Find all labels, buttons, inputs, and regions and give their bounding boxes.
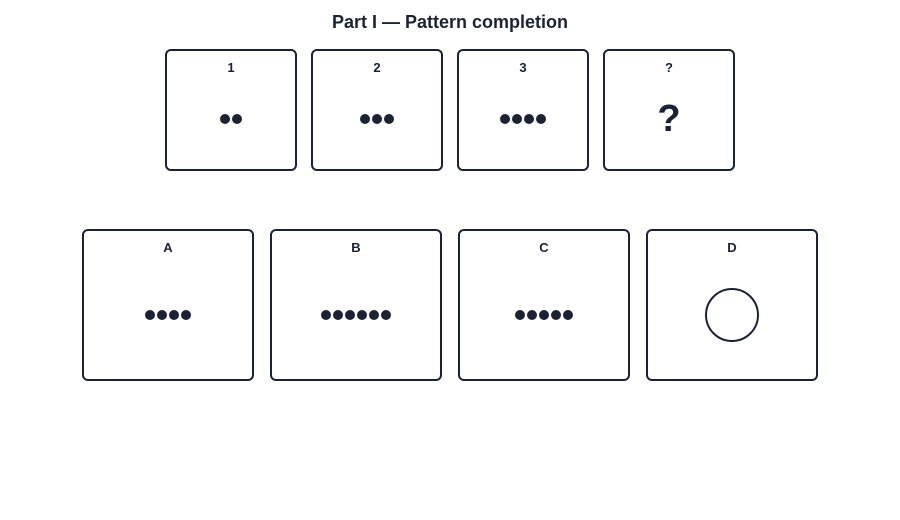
dot (563, 310, 573, 320)
dot (527, 310, 537, 320)
dot (145, 310, 155, 320)
option-label: C (539, 240, 549, 255)
option-label: B (351, 240, 361, 255)
options-row: A B C D (0, 229, 900, 381)
option-figure (84, 285, 252, 345)
question-mark: ? (657, 98, 681, 140)
panel-label: 3 (519, 60, 527, 75)
panel-label: 2 (373, 60, 381, 75)
dot (220, 114, 230, 124)
dot (536, 114, 546, 124)
panel-figure (167, 97, 295, 141)
dot (551, 310, 561, 320)
dot (381, 310, 391, 320)
dot (360, 114, 370, 124)
sequence-panel-unknown: ? ? (603, 49, 735, 171)
dot (157, 310, 167, 320)
dot (345, 310, 355, 320)
option-figure (272, 285, 440, 345)
dot (169, 310, 179, 320)
sequence-panel-2: 2 (311, 49, 443, 171)
dot-row (360, 114, 394, 124)
option-label: D (727, 240, 737, 255)
option-c[interactable]: C (458, 229, 630, 381)
option-label: A (163, 240, 173, 255)
dot (524, 114, 534, 124)
dot-row (500, 114, 546, 124)
dot (515, 310, 525, 320)
sequence-panel-3: 3 (457, 49, 589, 171)
panel-figure (459, 97, 587, 141)
page-title: Part I — Pattern completion (331, 12, 569, 32)
dot (512, 114, 522, 124)
option-figure (648, 285, 816, 345)
dot-row (145, 310, 191, 320)
dot-row (321, 310, 391, 320)
dot (384, 114, 394, 124)
dot-row (220, 114, 242, 124)
dot-row (515, 310, 573, 320)
panel-figure: ? (605, 97, 733, 141)
panel-label: 1 (227, 60, 235, 75)
dot (369, 310, 379, 320)
option-figure (460, 285, 628, 345)
sequence-panel-1: 1 (165, 49, 297, 171)
dot (372, 114, 382, 124)
panel-label: ? (665, 60, 673, 75)
circle-shape (705, 288, 759, 342)
option-b[interactable]: B (270, 229, 442, 381)
panel-figure (313, 97, 441, 141)
dot (500, 114, 510, 124)
dot (333, 310, 343, 320)
option-d[interactable]: D (646, 229, 818, 381)
dot (539, 310, 549, 320)
dot (321, 310, 331, 320)
option-a[interactable]: A (82, 229, 254, 381)
dot (357, 310, 367, 320)
sequence-row: 1 2 3 ? ? (0, 49, 900, 171)
dot (232, 114, 242, 124)
dot (181, 310, 191, 320)
